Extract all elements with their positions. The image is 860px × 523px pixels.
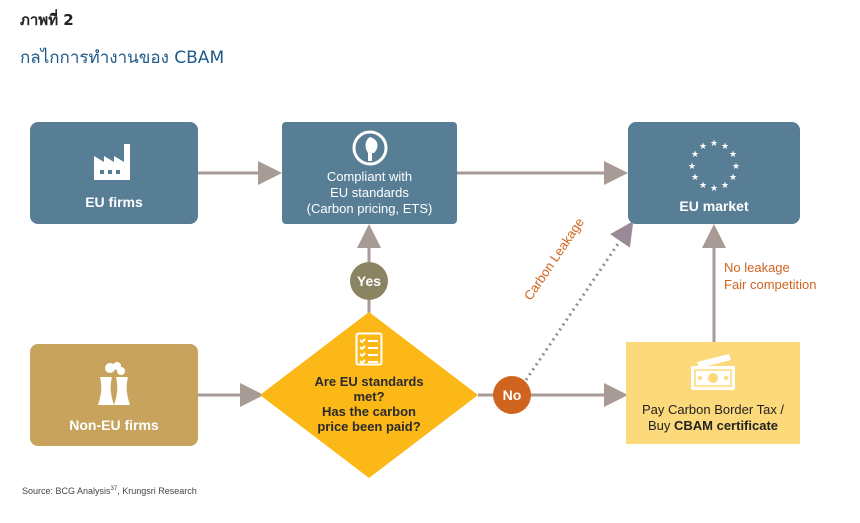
- svg-text:★: ★: [721, 142, 729, 152]
- question-line-4: price been paid?: [317, 419, 421, 434]
- question-line-3: Has the carbon: [322, 404, 416, 419]
- eu-stars-icon: ★ ★ ★ ★ ★ ★ ★ ★ ★ ★ ★ ★: [688, 139, 740, 194]
- cooling-tower-icon: [98, 362, 130, 405]
- svg-text:★: ★: [732, 162, 740, 172]
- svg-text:★: ★: [729, 173, 737, 183]
- question-line-2: met?: [353, 389, 385, 404]
- svg-text:★: ★: [721, 181, 729, 191]
- source-note: Source: BCG Analysis37, Krungsri Researc…: [22, 486, 197, 496]
- eu-market-box: ★ ★ ★ ★ ★ ★ ★ ★ ★ ★ ★ ★ EU market: [628, 122, 800, 224]
- arrow-carbon-leakage: [524, 221, 634, 381]
- eco-plug-icon: [352, 130, 387, 166]
- non-eu-firms-label: Non-EU firms: [69, 417, 159, 433]
- svg-text:★: ★: [691, 150, 699, 160]
- banknote-icon: [691, 354, 735, 390]
- no-leakage-label: No leakage Fair competition: [724, 259, 816, 293]
- pay-tax-line-2: Buy CBAM certificate: [648, 418, 778, 434]
- eu-market-label: EU market: [679, 198, 749, 214]
- factory-icon: [94, 144, 130, 180]
- svg-text:★: ★: [691, 173, 699, 183]
- decision-diamond: [260, 312, 478, 478]
- source-suffix: , Krungsri Research: [117, 486, 197, 496]
- eu-firms-box: EU firms: [30, 122, 198, 224]
- no-badge: No: [493, 376, 531, 414]
- yes-badge: Yes: [350, 262, 388, 300]
- compliant-box: Compliant with EU standards (Carbon pric…: [282, 122, 457, 224]
- compliant-line-3: (Carbon pricing, ETS): [306, 201, 433, 216]
- compliant-line-2: EU standards: [330, 185, 409, 200]
- non-eu-firms-box: Non-EU firms: [30, 344, 198, 446]
- question-line-1: Are EU standards: [314, 374, 424, 389]
- pay-tax-box: Pay Carbon Border Tax / Buy CBAM certifi…: [626, 342, 800, 444]
- compliant-line-1: Compliant with: [326, 169, 413, 184]
- pay-tax-line-1: Pay Carbon Border Tax /: [641, 402, 785, 417]
- svg-text:★: ★: [699, 142, 707, 152]
- decision-question: Are EU standards met? Has the carbon pri…: [300, 374, 438, 434]
- pay-tax-line-2-prefix: Buy: [647, 418, 674, 433]
- source-footnote-number: 37: [110, 486, 118, 492]
- fair-competition-text: Fair competition: [724, 277, 817, 292]
- svg-text:★: ★: [729, 150, 737, 160]
- diagram-title: กลไกการทำงานของ CBAM: [20, 48, 225, 68]
- svg-text:★: ★: [699, 181, 707, 191]
- figure-label: ภาพที่ 2: [20, 11, 74, 29]
- checklist-icon: [355, 332, 383, 366]
- source-prefix: Source: BCG Analysis: [22, 486, 111, 496]
- eu-firms-label: EU firms: [85, 194, 143, 210]
- cbam-certificate-text: CBAM certificate: [673, 418, 779, 433]
- svg-text:★: ★: [710, 184, 718, 194]
- no-leakage-text: No leakage: [724, 260, 790, 275]
- svg-text:★: ★: [710, 139, 718, 149]
- svg-text:★: ★: [688, 162, 696, 172]
